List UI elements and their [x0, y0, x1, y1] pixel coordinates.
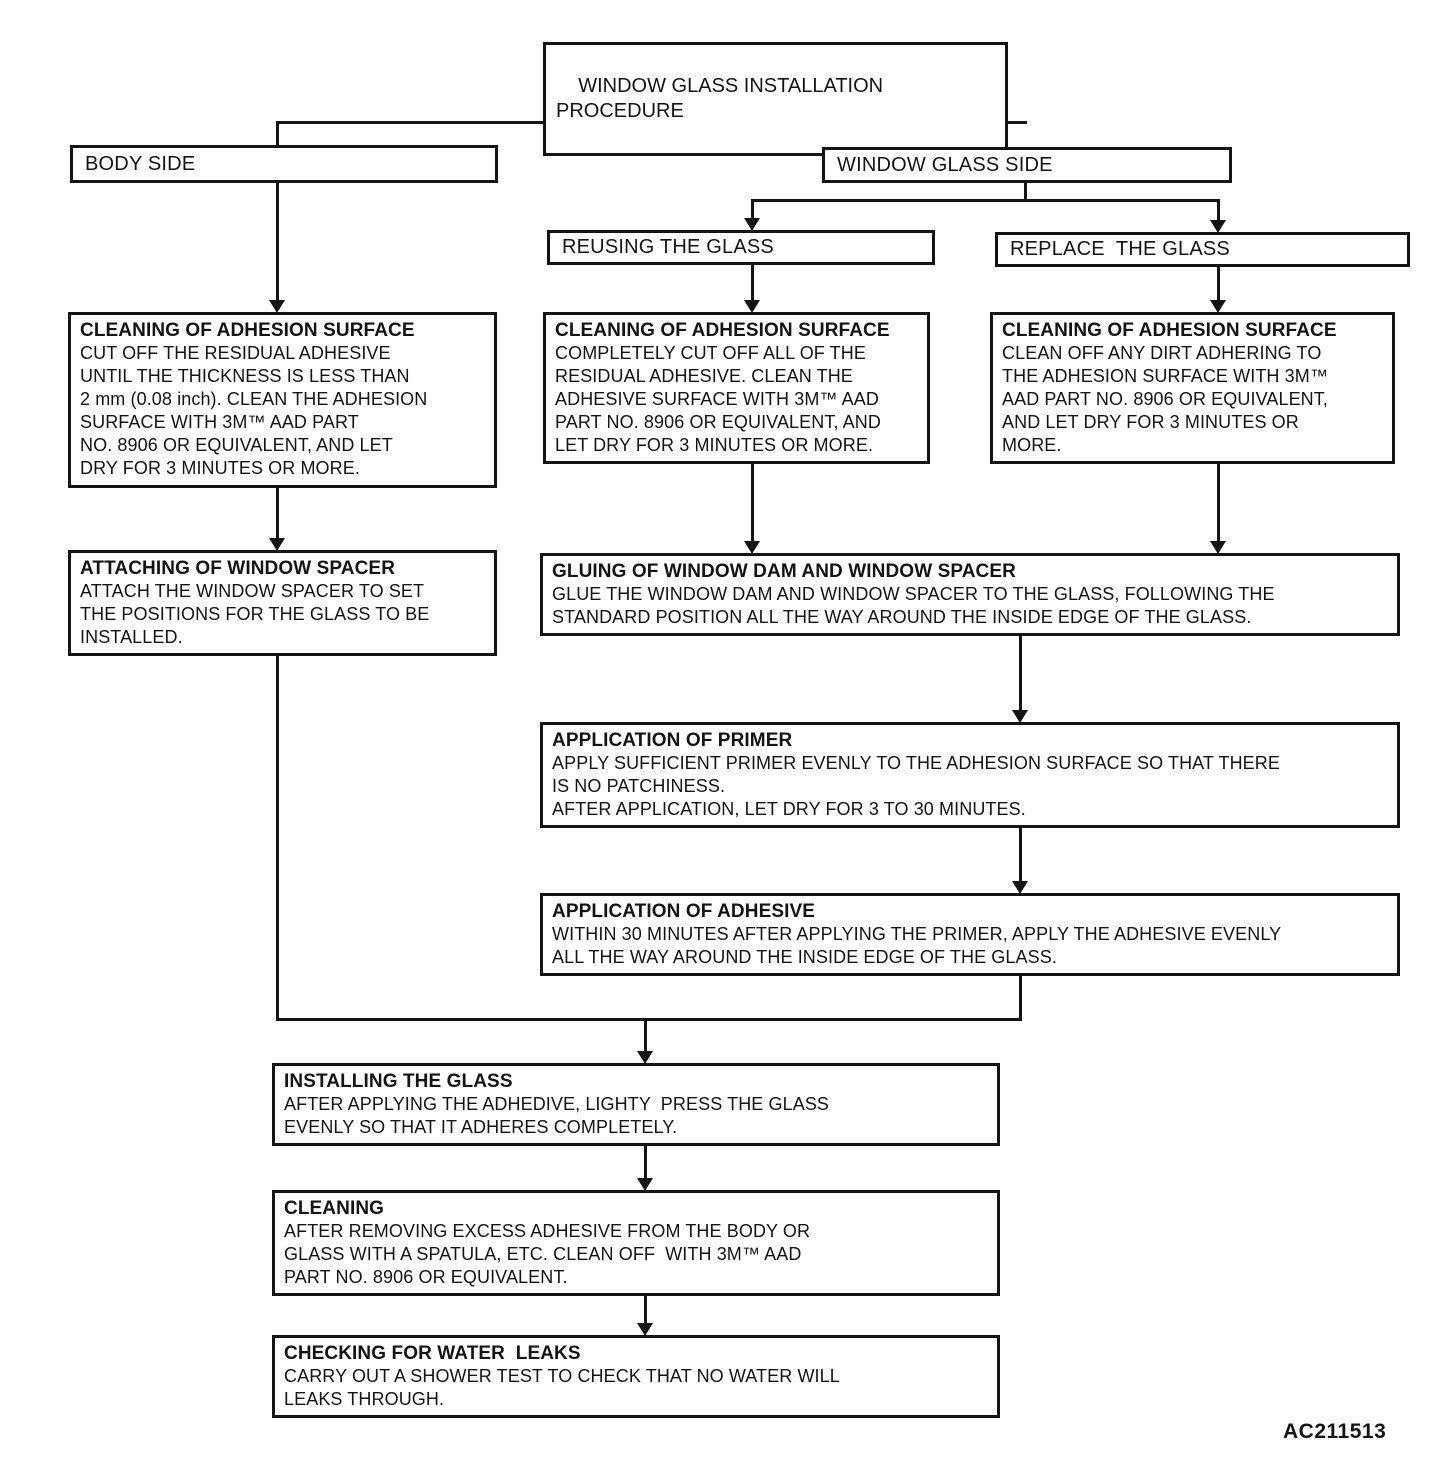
- connector-line: [276, 121, 279, 155]
- connector-line: [276, 645, 279, 1021]
- node-body-text: AFTER REMOVING EXCESS ADHESIVE FROM THE …: [284, 1221, 811, 1287]
- connector-line: [751, 258, 754, 303]
- node-body-side: BODY SIDE: [70, 145, 498, 183]
- node-body-text: CLEAN OFF ANY DIRT ADHERING TO THE ADHES…: [1002, 343, 1328, 455]
- arrow-down-icon: [1210, 220, 1226, 233]
- arrow-down-icon: [1012, 710, 1028, 723]
- connector-line: [276, 175, 279, 303]
- connector-line: [644, 1018, 647, 1054]
- connector-line: [751, 199, 1220, 202]
- node-title: CLEANING OF ADHESION SURFACE: [80, 320, 415, 341]
- node-application-of-adhesive: APPLICATION OF ADHESIVE WITHIN 30 MINUTE…: [540, 893, 1400, 976]
- arrow-down-icon: [637, 1051, 653, 1064]
- node-replace-the-glass: REPLACE THE GLASS: [995, 232, 1410, 267]
- arrow-down-icon: [744, 541, 760, 554]
- connector-line: [1019, 628, 1022, 712]
- node-body-text: CUT OFF THE RESIDUAL ADHESIVE UNTIL THE …: [80, 343, 428, 478]
- node-body-text: WITHIN 30 MINUTES AFTER APPLYING THE PRI…: [552, 924, 1282, 967]
- node-body-text: GLUE THE WINDOW DAM AND WINDOW SPACER TO…: [552, 584, 1275, 627]
- connector-line: [1217, 455, 1220, 542]
- node-attaching-window-spacer: ATTACHING OF WINDOW SPACER ATTACH THE WI…: [68, 550, 497, 656]
- node-title: WINDOW GLASS INSTALLATION PROCEDURE: [556, 75, 884, 122]
- node-title: APPLICATION OF PRIMER: [552, 730, 793, 751]
- node-gluing-window-dam-and-spacer: GLUING OF WINDOW DAM AND WINDOW SPACER G…: [540, 553, 1400, 636]
- node-checking-for-water-leaks: CHECKING FOR WATER LEAKS CARRY OUT A SHO…: [272, 1335, 1000, 1418]
- node-title: CHECKING FOR WATER LEAKS: [284, 1343, 581, 1364]
- node-body-text: APPLY SUFFICIENT PRIMER EVENLY TO THE AD…: [552, 753, 1280, 819]
- connector-line: [276, 480, 279, 540]
- arrow-down-icon: [744, 218, 760, 231]
- node-body-text: CARRY OUT A SHOWER TEST TO CHECK THAT NO…: [284, 1366, 840, 1409]
- arrow-down-icon: [1210, 300, 1226, 313]
- node-title: GLUING OF WINDOW DAM AND WINDOW SPACER: [552, 561, 1016, 582]
- arrow-down-icon: [1210, 541, 1226, 554]
- arrow-down-icon: [269, 300, 285, 313]
- node-title: BODY SIDE: [85, 152, 196, 175]
- figure-code: AC211513: [1283, 1420, 1387, 1443]
- connector-line: [751, 450, 754, 542]
- node-title: REPLACE THE GLASS: [1010, 238, 1230, 260]
- connector-line: [751, 199, 754, 221]
- connector-line: [644, 1280, 647, 1324]
- node-title: CLEANING: [284, 1198, 385, 1219]
- node-cleaning-adhesion-surface-reuse: CLEANING OF ADHESION SURFACE COMPLETELY …: [543, 312, 930, 464]
- node-title: ATTACHING OF WINDOW SPACER: [80, 558, 396, 579]
- node-title: REUSING THE GLASS: [562, 236, 774, 258]
- node-title: CLEANING OF ADHESION SURFACE: [1002, 320, 1337, 341]
- connector-line: [1019, 968, 1022, 1021]
- node-title: WINDOW GLASS SIDE: [837, 153, 1053, 176]
- node-cleaning-adhesion-surface-body: CLEANING OF ADHESION SURFACE CUT OFF THE…: [68, 312, 497, 488]
- connector-line: [644, 1135, 647, 1181]
- node-cleaning: CLEANING AFTER REMOVING EXCESS ADHESIVE …: [272, 1190, 1000, 1296]
- connector-line: [276, 1018, 1022, 1021]
- connector-line: [1217, 260, 1220, 303]
- arrow-down-icon: [637, 1178, 653, 1191]
- arrow-down-icon: [1012, 881, 1028, 894]
- node-body-text: COMPLETELY CUT OFF ALL OF THE RESIDUAL A…: [555, 343, 881, 455]
- arrow-down-icon: [269, 538, 285, 551]
- connector-line: [1024, 175, 1027, 202]
- connector-line: [1217, 199, 1220, 223]
- node-body-text: AFTER APPLYING THE ADHEDIVE, LIGHTY PRES…: [284, 1094, 830, 1137]
- node-body-text: ATTACH THE WINDOW SPACER TO SET THE POSI…: [80, 581, 430, 647]
- node-title: INSTALLING THE GLASS: [284, 1071, 513, 1092]
- connector-line: [1019, 810, 1022, 884]
- node-installing-the-glass: INSTALLING THE GLASS AFTER APPLYING THE …: [272, 1063, 1000, 1146]
- node-cleaning-adhesion-surface-replace: CLEANING OF ADHESION SURFACE CLEAN OFF A…: [990, 312, 1395, 464]
- node-reusing-the-glass: REUSING THE GLASS: [547, 230, 935, 265]
- node-application-of-primer: APPLICATION OF PRIMER APPLY SUFFICIENT P…: [540, 722, 1400, 828]
- arrow-down-icon: [637, 1323, 653, 1336]
- node-title: APPLICATION OF ADHESIVE: [552, 901, 816, 922]
- node-window-glass-side: WINDOW GLASS SIDE: [822, 147, 1232, 183]
- arrow-down-icon: [744, 300, 760, 313]
- node-window-glass-installation-procedure: WINDOW GLASS INSTALLATION PROCEDURE: [543, 42, 1008, 156]
- node-title: CLEANING OF ADHESION SURFACE: [555, 320, 890, 341]
